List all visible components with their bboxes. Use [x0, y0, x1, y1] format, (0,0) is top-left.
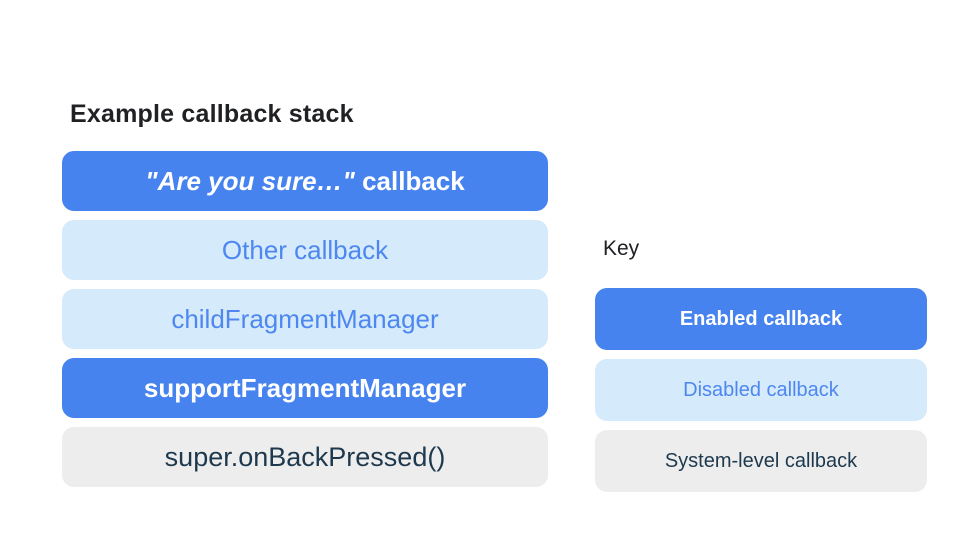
callback-stack-title: Example callback stack	[70, 100, 354, 128]
key-item-disabled-callback: Disabled callback	[595, 359, 927, 421]
stack-item-super-on-back-pressed: super.onBackPressed()	[62, 427, 548, 487]
stack-item-are-you-sure-callback: "Are you sure…" callback	[62, 151, 548, 211]
stack-item-label-italic-part: "Are you sure…"	[145, 165, 355, 196]
key-title: Key	[603, 237, 640, 260]
stack-item-other-callback: Other callback	[62, 220, 548, 280]
callback-stack: "Are you sure…" callback Other callback …	[62, 151, 548, 487]
key-item-enabled-callback: Enabled callback	[595, 288, 927, 350]
stack-item-child-fragment-manager: childFragmentManager	[62, 289, 548, 349]
stack-item-label-rest-part: callback	[354, 165, 465, 196]
key-legend: Enabled callback Disabled callback Syste…	[595, 288, 927, 492]
stack-item-support-fragment-manager: supportFragmentManager	[62, 358, 548, 418]
key-item-system-level-callback: System-level callback	[595, 430, 927, 492]
